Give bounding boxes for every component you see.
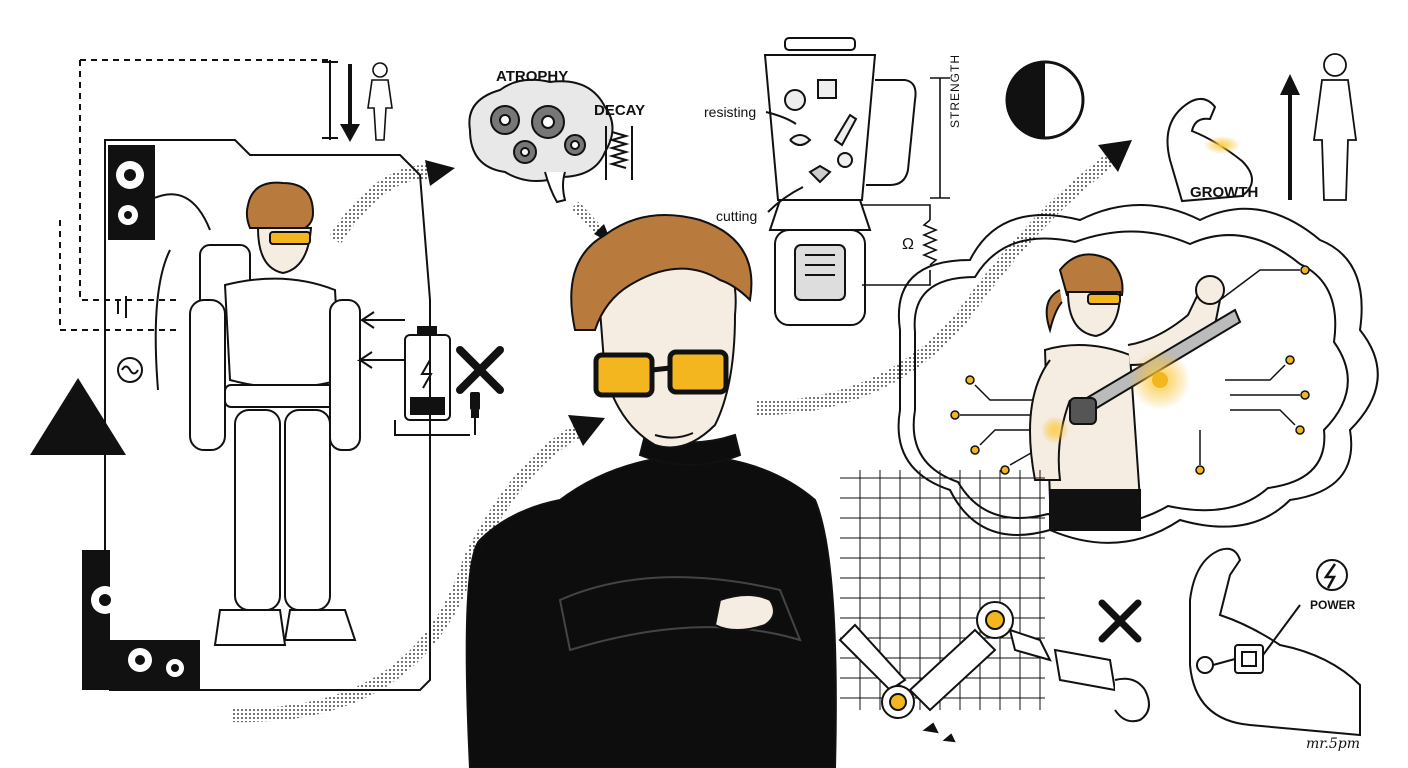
lightning-icon [1316,559,1348,591]
cross-icon [1098,599,1142,643]
flow-arrow-heads [425,140,1132,446]
cutting-label: cutting [716,208,758,224]
bicep-icon [1166,97,1253,203]
spring-icon [605,126,633,180]
woman-figure [1029,253,1242,531]
thought-cloud [897,204,1379,544]
decline-arrow [340,64,360,142]
circuit-lines [950,265,1310,475]
blender-icon [763,37,917,326]
power-label: POWER [1310,598,1356,612]
flow-arrow [231,154,1115,723]
exosuit-figure [189,181,361,646]
broken-robot-arm [838,601,1150,743]
growth-arrow [1280,74,1300,200]
ohm-label: Ω [902,236,914,253]
gear-icon [82,145,200,690]
resisting-label: resisting [704,104,757,120]
decay-label: DECAY [594,102,646,119]
grid [840,470,1045,710]
cross-icon [456,346,504,394]
bicep-icon [1189,547,1361,737]
triangle-icon [30,378,126,455]
half-circle-icon [1005,60,1085,140]
human-silhouette-icon [1312,53,1358,201]
atrophy-label: ATROPHY [496,68,569,85]
human-silhouette-icon [367,62,393,141]
strength-label: STRENGTH [948,54,962,128]
strength-dimension [862,77,950,286]
growth-label: GROWTH [1190,184,1259,201]
plug-icon [470,392,480,435]
battery-icon [356,311,470,436]
brain-icon [468,78,614,204]
artist-signature: mr.5pm [1306,736,1361,752]
